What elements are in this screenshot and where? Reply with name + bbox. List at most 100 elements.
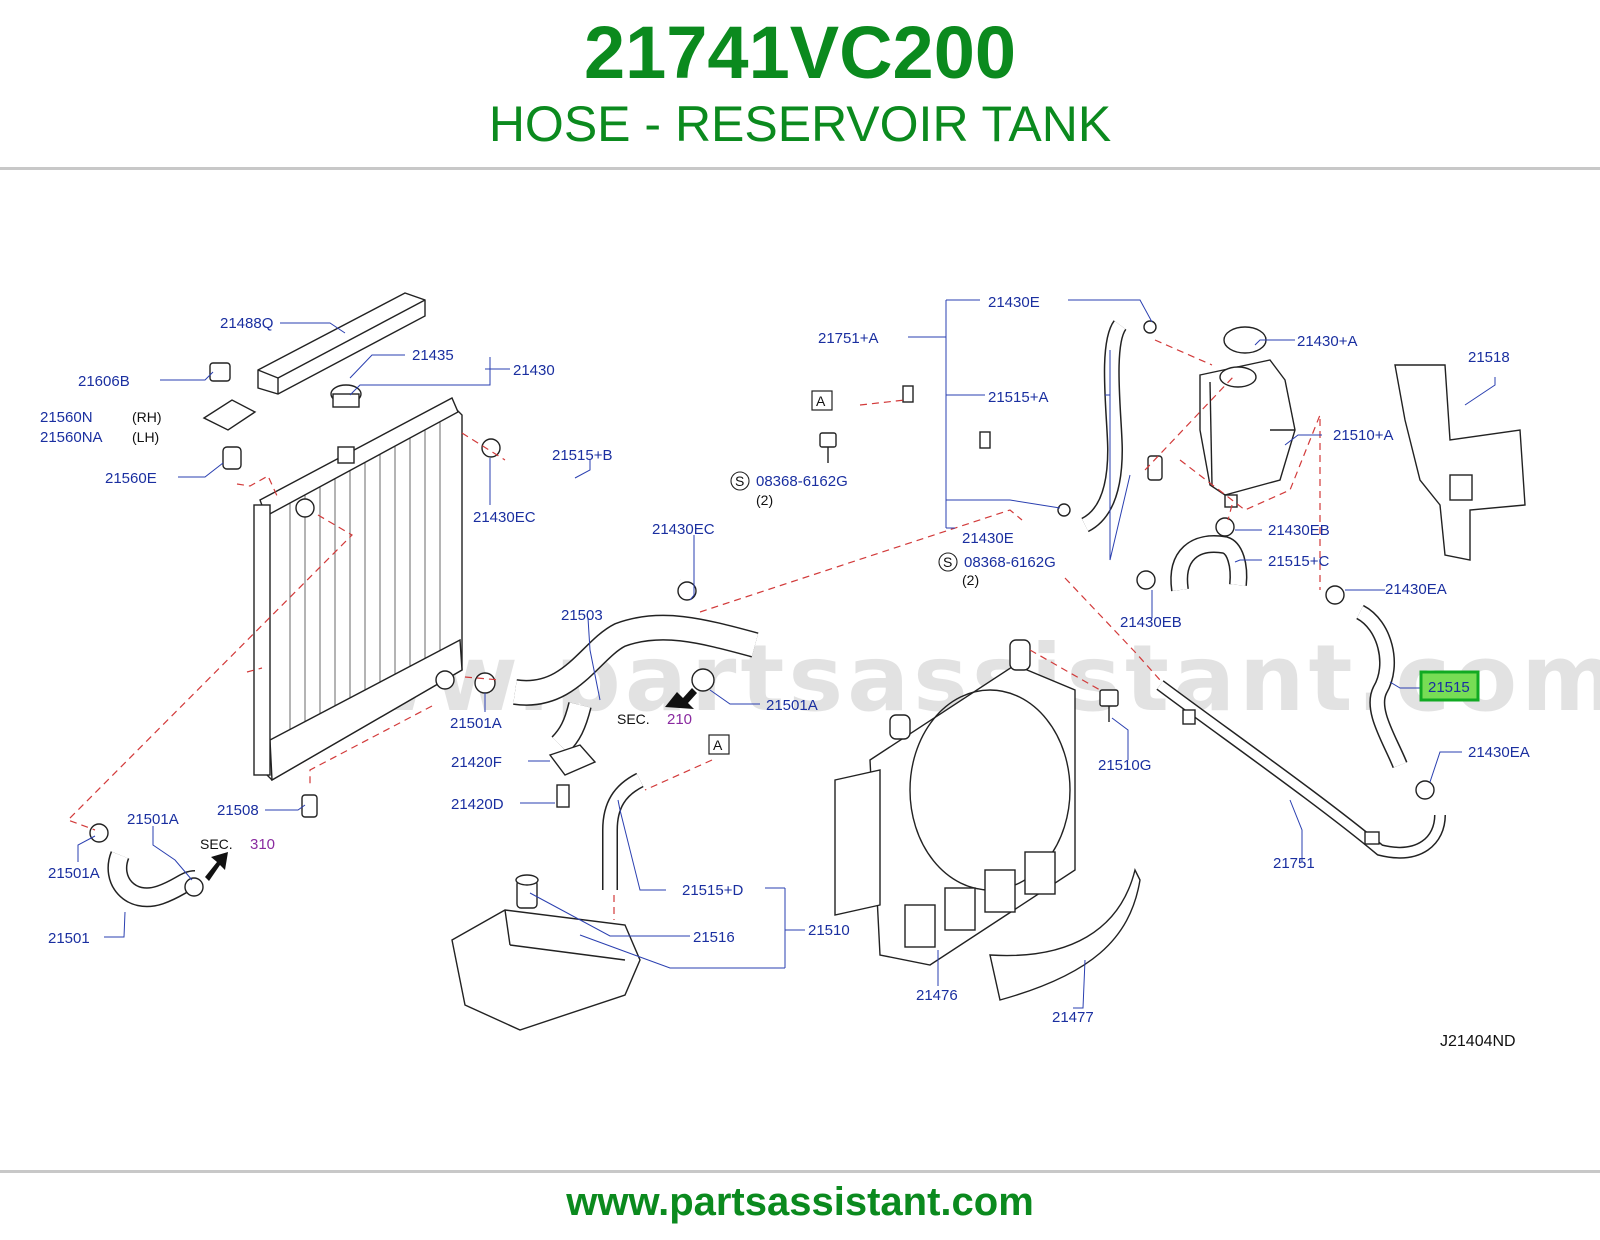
clamp-21430EC-lower bbox=[677, 581, 697, 601]
ref-box-a-top-label: A bbox=[816, 393, 826, 409]
std-part-s-icon-2 bbox=[938, 552, 958, 572]
label-21430EA-a[interactable]: 21430EA bbox=[1385, 581, 1447, 598]
label-21516[interactable]: 21516 bbox=[693, 929, 735, 946]
bolt-21420D bbox=[556, 784, 570, 808]
diagram-code: J21404ND bbox=[1440, 1033, 1516, 1050]
std-part-s2: S bbox=[943, 554, 952, 570]
label-21501A-a[interactable]: 21501A bbox=[450, 715, 502, 732]
std-part-s-icon bbox=[730, 471, 750, 491]
label-21420D[interactable]: 21420D bbox=[451, 796, 504, 813]
label-21430EB-a[interactable]: 21430EB bbox=[1268, 522, 1330, 539]
label-21510A[interactable]: 21510+A bbox=[1333, 427, 1393, 444]
label-21560N[interactable]: 21560N bbox=[40, 409, 93, 426]
label-21518[interactable]: 21518 bbox=[1468, 349, 1510, 366]
label-21751A[interactable]: 21751+A bbox=[818, 330, 878, 347]
label-sec-210: SEC. bbox=[617, 711, 650, 727]
label-sec-310: SEC. bbox=[200, 836, 233, 852]
lower-shroud-21477 bbox=[989, 867, 1141, 1001]
label-21477[interactable]: 21477 bbox=[1052, 1009, 1094, 1026]
clamp-21501A-upper bbox=[474, 672, 496, 694]
label-21560E[interactable]: 21560E bbox=[105, 470, 157, 487]
footer-divider bbox=[0, 1170, 1600, 1173]
label-21508[interactable]: 21508 bbox=[217, 802, 259, 819]
part-labels: 21488Q 21435 21430 21606B 21560N (RH) 21… bbox=[40, 294, 1530, 1050]
clamp-21430EC-upper bbox=[481, 438, 501, 458]
inlet-pipe bbox=[295, 498, 315, 518]
label-sec-310-num[interactable]: 310 bbox=[250, 836, 275, 853]
clamp-21430EB-lower bbox=[1136, 570, 1156, 590]
nut-21606B bbox=[209, 362, 231, 382]
clamp-21430E-upper bbox=[1143, 320, 1157, 334]
radiator-bottom-tank bbox=[269, 638, 463, 782]
label-21430[interactable]: 21430 bbox=[513, 362, 555, 379]
label-21501A-c[interactable]: 21501A bbox=[127, 811, 179, 828]
label-21488Q[interactable]: 21488Q bbox=[220, 315, 273, 332]
label-21430E-b[interactable]: 21430E bbox=[962, 530, 1014, 547]
label-21430EA-b[interactable]: 21430EA bbox=[1468, 744, 1530, 761]
label-21430E-a[interactable]: 21430E bbox=[988, 294, 1040, 311]
leader-lines bbox=[77, 299, 1496, 1009]
label-21503[interactable]: 21503 bbox=[561, 607, 603, 624]
label-bolt-08368-b[interactable]: 08368-6162G bbox=[964, 554, 1056, 571]
label-21501A-b[interactable]: 21501A bbox=[766, 697, 818, 714]
seal-21488Q bbox=[257, 292, 426, 395]
highlight-box-21515[interactable] bbox=[1419, 670, 1480, 702]
clamp-21430EA-lower bbox=[1415, 780, 1435, 800]
label-21430EC-b[interactable]: 21430EC bbox=[652, 521, 715, 538]
label-21515-highlighted[interactable]: 21515 bbox=[1428, 679, 1470, 696]
bracket-21518 bbox=[1394, 364, 1526, 561]
label-21606B[interactable]: 21606B bbox=[78, 373, 130, 390]
label-21510[interactable]: 21510 bbox=[808, 922, 850, 939]
label-21430EC-a[interactable]: 21430EC bbox=[473, 509, 536, 526]
part-name-subtitle: HOSE - RESERVOIR TANK bbox=[488, 96, 1112, 152]
bolt-08368-lower bbox=[1147, 455, 1163, 481]
bolt-08368-upper bbox=[819, 432, 837, 448]
clamp-21501A-left bbox=[89, 823, 109, 843]
clamp-21430EA-upper bbox=[1325, 585, 1345, 605]
label-21420F[interactable]: 21420F bbox=[451, 754, 502, 771]
part-number-title: 21741VC200 bbox=[583, 11, 1017, 94]
arrow-sec210 bbox=[665, 688, 697, 709]
label-21510G[interactable]: 21510G bbox=[1098, 757, 1151, 774]
label-21501A-d[interactable]: 21501A bbox=[48, 865, 100, 882]
bolt-21510G bbox=[1099, 689, 1119, 707]
label-21476[interactable]: 21476 bbox=[916, 987, 958, 1004]
site-footer-link[interactable]: www.partsassistant.com bbox=[566, 1180, 1034, 1224]
label-21435[interactable]: 21435 bbox=[412, 347, 454, 364]
fan-shroud-21476 bbox=[834, 639, 1076, 966]
label-lh: (LH) bbox=[132, 429, 159, 445]
label-21515C[interactable]: 21515+C bbox=[1268, 553, 1329, 570]
page-header: 21741VC200 HOSE - RESERVOIR TANK bbox=[0, 0, 1600, 168]
grommet-21560E bbox=[222, 446, 242, 470]
drain-plug-21508 bbox=[301, 794, 318, 818]
outlet-pipe bbox=[435, 670, 455, 690]
clamp-21430EB-upper bbox=[1215, 517, 1235, 537]
label-21751[interactable]: 21751 bbox=[1273, 855, 1315, 872]
label-21430EB-b[interactable]: 21430EB bbox=[1120, 614, 1182, 631]
dashed-connection-lines bbox=[66, 339, 1321, 920]
pipe-21751A bbox=[856, 402, 1061, 506]
clamp-21501A-lowright bbox=[184, 877, 204, 897]
label-21560NA[interactable]: 21560NA bbox=[40, 429, 103, 446]
reservoir-tank-21510A bbox=[1199, 326, 1296, 508]
label-21515B[interactable]: 21515+B bbox=[552, 447, 612, 464]
label-sec-210-num[interactable]: 210 bbox=[667, 711, 692, 728]
label-21515A[interactable]: 21515+A bbox=[988, 389, 1048, 406]
radiator-drawing bbox=[202, 292, 463, 818]
label-21501[interactable]: 21501 bbox=[48, 930, 90, 947]
std-part-s1: S bbox=[735, 473, 744, 489]
label-qty-b: (2) bbox=[962, 572, 979, 588]
ref-box-a-bottom-label: A bbox=[713, 737, 723, 753]
label-rh: (RH) bbox=[132, 409, 162, 425]
label-21515D[interactable]: 21515+D bbox=[682, 882, 743, 899]
clamp-21430E-lower bbox=[1057, 503, 1071, 517]
mount-bracket bbox=[202, 399, 257, 431]
label-21430A[interactable]: 21430+A bbox=[1297, 333, 1357, 350]
header-divider bbox=[0, 167, 1600, 170]
reservoir-tank-21510 bbox=[451, 909, 641, 1031]
clip-21420F bbox=[548, 744, 597, 776]
label-bolt-08368-a[interactable]: 08368-6162G bbox=[756, 473, 848, 490]
arrow-sec310 bbox=[205, 852, 228, 881]
ref-box-a-bottom bbox=[708, 734, 730, 755]
